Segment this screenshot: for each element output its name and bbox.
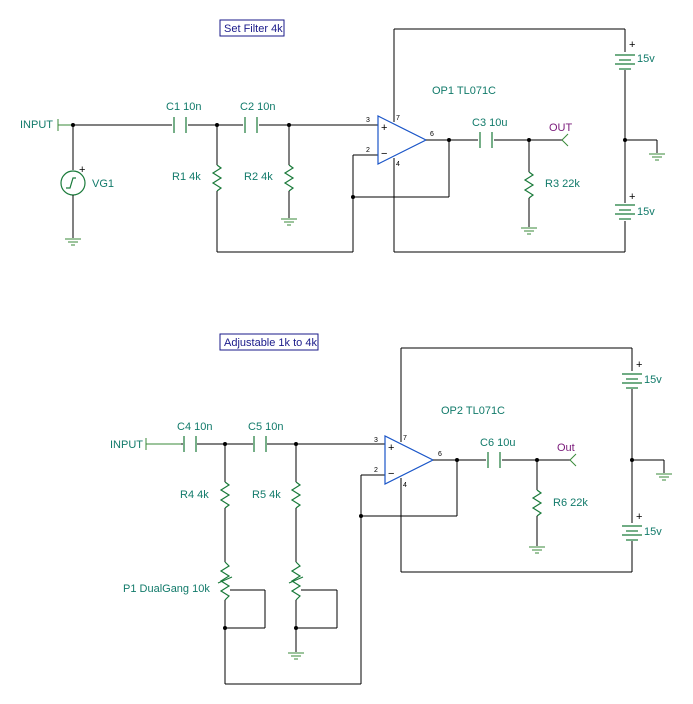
bottom-supply-frame [400, 347, 665, 573]
bottom-c6-capacitor: C6 10u [480, 437, 515, 468]
top-pin-6: 6 [430, 131, 434, 138]
top-opamp-minus: − [381, 148, 387, 160]
top-input-label: INPUT [20, 119, 53, 131]
bottom-dualgang-potentiometer: P1 DualGang 10k [123, 561, 338, 630]
bottom-c5-capacitor: C5 10n [248, 421, 283, 452]
top-pin-7: 7 [396, 115, 400, 122]
bottom-r5-label: R5 4k [252, 489, 281, 501]
top-battery-neg-sign: + [629, 191, 635, 203]
bottom-input-port: INPUT [110, 438, 181, 451]
bottom-circuit: Adjustable 1k to 4k + 15v [110, 333, 672, 685]
top-battery-positive: + 15v [615, 39, 655, 70]
top-source-label: VG1 [92, 178, 114, 190]
bottom-r5-resistor: R5 4k [252, 444, 302, 562]
bottom-pot-label: P1 DualGang 10k [123, 583, 210, 595]
top-output-label: OUT [549, 122, 573, 134]
bottom-pin-3: 3 [374, 437, 378, 444]
top-pin-2: 2 [366, 147, 370, 154]
bottom-pin-2: 2 [374, 467, 378, 474]
top-output-port: OUT [549, 122, 573, 147]
top-input-port: INPUT [20, 119, 73, 131]
bottom-r6-label: R6 22k [553, 497, 588, 509]
bottom-title: Adjustable 1k to 4k [224, 337, 317, 349]
bottom-battery-negative: + 15v [622, 511, 662, 541]
bottom-pin-7: 7 [403, 435, 407, 442]
bottom-output-label: Out [557, 442, 575, 454]
top-r1-label: R1 4k [172, 171, 201, 183]
top-battery-pos-sign: + [629, 39, 635, 51]
top-supply-frame [393, 28, 658, 253]
top-c3-capacitor: C3 10u [472, 117, 507, 148]
bottom-opamp-label: OP2 TL071C [441, 405, 505, 417]
bottom-r4-label: R4 4k [180, 489, 209, 501]
top-c2-label: C2 10n [240, 101, 275, 113]
top-r1-resistor: R1 4k [172, 125, 223, 252]
top-r3-label: R3 22k [545, 178, 580, 190]
bottom-r4-resistor: R4 4k [180, 444, 231, 562]
top-source-plus: + [79, 164, 85, 176]
top-c2-capacitor: C2 10n [240, 101, 275, 133]
bottom-vneg-label: 15v [644, 526, 662, 538]
top-c1-label: C1 10n [166, 101, 201, 113]
top-vpos-label: 15v [637, 53, 655, 65]
bottom-output-port: Out [557, 442, 577, 467]
bottom-supply-ground-icon [656, 473, 672, 481]
bottom-battery-neg-sign: + [636, 511, 642, 523]
bottom-c4-label: C4 10n [177, 421, 212, 433]
top-supply-ground-icon [649, 153, 665, 161]
top-opamp-plus: + [381, 122, 387, 134]
bottom-r6-resistor: R6 22k [529, 460, 588, 554]
top-title: Set Filter 4k [224, 23, 283, 35]
bottom-battery-positive: + 15v [622, 359, 662, 389]
top-r2-resistor: R2 4k [244, 125, 297, 226]
top-pin-3: 3 [366, 117, 370, 124]
bottom-opamp-plus: + [388, 442, 394, 454]
top-pin-4: 4 [396, 161, 400, 168]
bottom-opamp-minus: − [388, 468, 394, 480]
top-signal-source-icon: + VG1 [60, 125, 114, 246]
top-r3-resistor: R3 22k [521, 140, 580, 235]
top-battery-negative: + 15v [615, 191, 655, 220]
bottom-title-box [219, 333, 319, 351]
bottom-pin-6: 6 [438, 451, 442, 458]
top-r2-label: R2 4k [244, 171, 273, 183]
bottom-input-label: INPUT [110, 439, 143, 451]
top-circuit: Set Filter 4k + 15v [20, 19, 665, 253]
bottom-c5-label: C5 10n [248, 421, 283, 433]
bottom-opamp: + − 3 2 6 7 4 OP2 TL071C [374, 405, 505, 489]
top-c1-capacitor: C1 10n [166, 101, 201, 133]
bottom-pot-ground-icon [288, 652, 304, 660]
bottom-vpos-label: 15v [644, 374, 662, 386]
bottom-pin-4: 4 [403, 482, 407, 489]
top-opamp-label: OP1 TL071C [432, 85, 496, 97]
top-title-box [219, 19, 285, 37]
bottom-battery-pos-sign: + [636, 359, 642, 371]
top-opamp: + − 3 2 6 7 4 OP1 TL071C [366, 85, 496, 168]
top-c3-label: C3 10u [472, 117, 507, 129]
top-vneg-label: 15v [637, 206, 655, 218]
bottom-c4-capacitor: C4 10n [177, 421, 212, 452]
bottom-c6-label: C6 10u [480, 437, 515, 449]
